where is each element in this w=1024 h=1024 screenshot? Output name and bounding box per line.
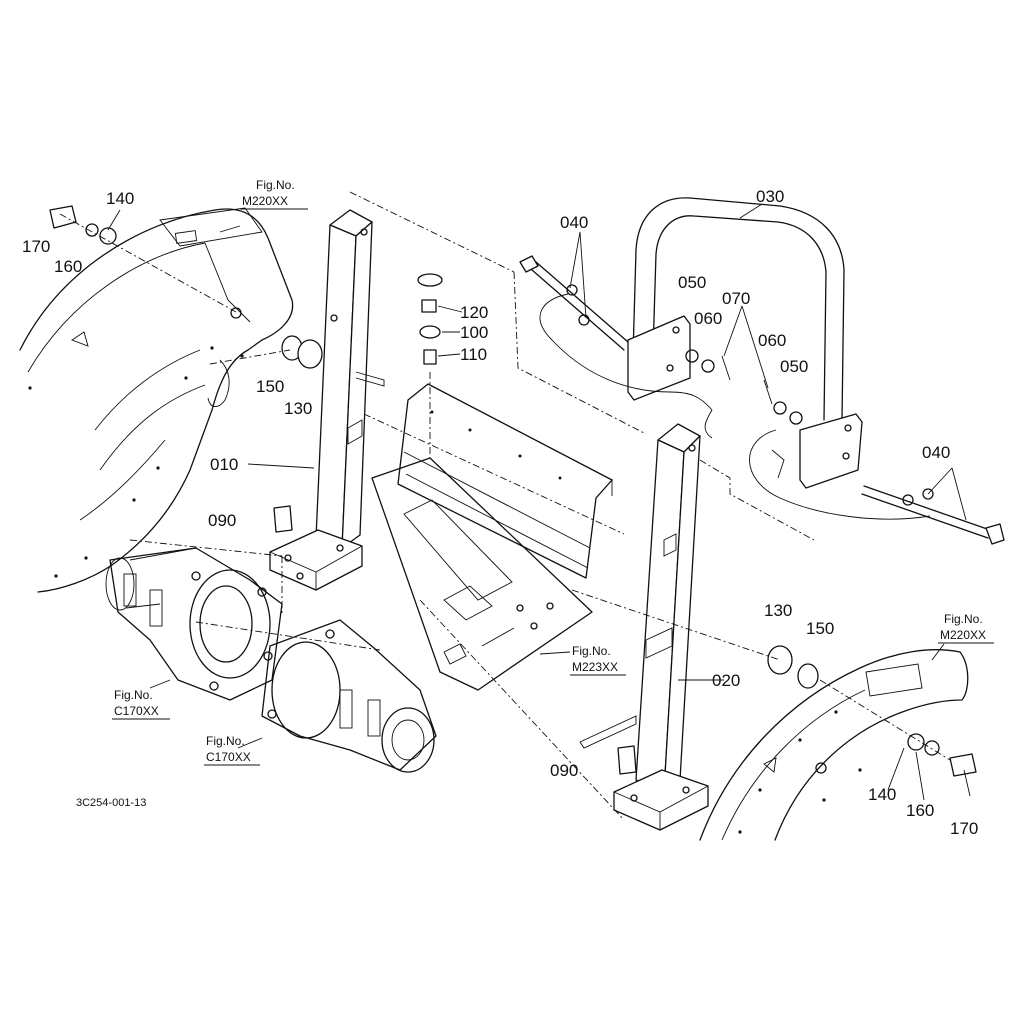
label-090-left: 090 [208,511,236,530]
figure-references: Fig.No. M220XX Fig.No. M220XX Fig.No. M2… [112,178,994,766]
figref-left-fender-code: M220XX [242,194,288,208]
figref-floor: Fig.No. M223XX [570,644,626,676]
label-020: 020 [712,671,740,690]
label-090-right: 090 [550,761,578,780]
label-030: 030 [756,187,784,206]
figref-floor-title: Fig.No. [572,644,611,658]
figref-axle-right: Fig.No. C170XX [204,734,260,766]
label-040-right: 040 [922,443,950,462]
label-160-right: 160 [906,801,934,820]
dashed-leaders [59,191,951,821]
figref-floor-code: M223XX [572,660,618,674]
label-060-right: 060 [758,331,786,350]
label-140-left: 140 [106,189,134,208]
figref-left-fender: Fig.No. M220XX [240,178,308,210]
left-axle-housing [105,547,283,701]
right-axle-housing [261,619,437,773]
label-140-right: 140 [868,785,896,804]
label-120: 120 [460,303,488,322]
label-100: 100 [460,323,488,342]
hardware [49,205,1005,777]
rops-post-right [579,423,709,831]
figref-right-fender-code: M220XX [940,628,986,642]
figref-axle-right-code: C170XX [206,750,251,764]
part-labels: 010 020 030 040 040 050 050 060 060 070 … [22,187,978,838]
right-fender [699,649,969,841]
label-170-left: 170 [22,237,50,256]
floor-plate [371,457,593,691]
label-040-left: 040 [560,213,588,232]
drawing-code: 3C254-001-13 [76,797,146,809]
seat-panel [397,383,613,579]
label-160-left: 160 [54,257,82,276]
label-010: 010 [210,455,238,474]
rops-arch [627,197,863,489]
label-110: 110 [460,345,487,364]
label-050-top: 050 [678,273,706,292]
figref-axle-left: Fig.No. C170XX [112,688,170,720]
leader-lines [107,203,971,801]
figref-right-fender: Fig.No. M220XX [938,612,994,644]
label-050-right: 050 [780,357,808,376]
figref-right-fender-title: Fig.No. [944,612,983,626]
figref-left-fender-title: Fig.No. [256,178,295,192]
label-150-right: 150 [806,619,834,638]
figref-axle-left-title: Fig.No. [114,688,153,702]
label-060-top: 060 [694,309,722,328]
figref-axle-left-code: C170XX [114,704,159,718]
figref-axle-right-title: Fig.No. [206,734,245,748]
label-130-left: 130 [284,399,312,418]
rops-post-left [269,209,385,591]
label-170-right: 170 [950,819,978,838]
label-130-right: 130 [764,601,792,620]
label-150-left: 150 [256,377,284,396]
label-070: 070 [722,289,750,308]
